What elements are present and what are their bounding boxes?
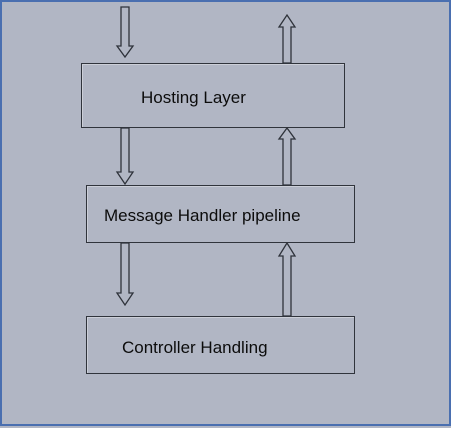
hosting-layer-box: Hosting Layer	[81, 63, 345, 128]
controller-handling-label: Controller Handling	[122, 338, 268, 357]
message-handler-pipeline-box: Message Handler pipeline	[86, 185, 355, 243]
down-arrow-hosting-to-pipeline	[115, 127, 135, 186]
down-arrow-into-hosting	[115, 6, 135, 59]
up-arrow-pipeline-to-hosting	[277, 126, 297, 186]
message-handler-pipeline-label: Message Handler pipeline	[104, 206, 301, 225]
controller-handling-box: Controller Handling	[86, 316, 355, 374]
down-arrow-pipeline-to-controller	[115, 242, 135, 307]
hosting-layer-label: Hosting Layer	[141, 88, 246, 107]
up-arrow-controller-to-pipeline	[277, 241, 297, 317]
up-arrow-out-of-hosting	[277, 13, 297, 64]
